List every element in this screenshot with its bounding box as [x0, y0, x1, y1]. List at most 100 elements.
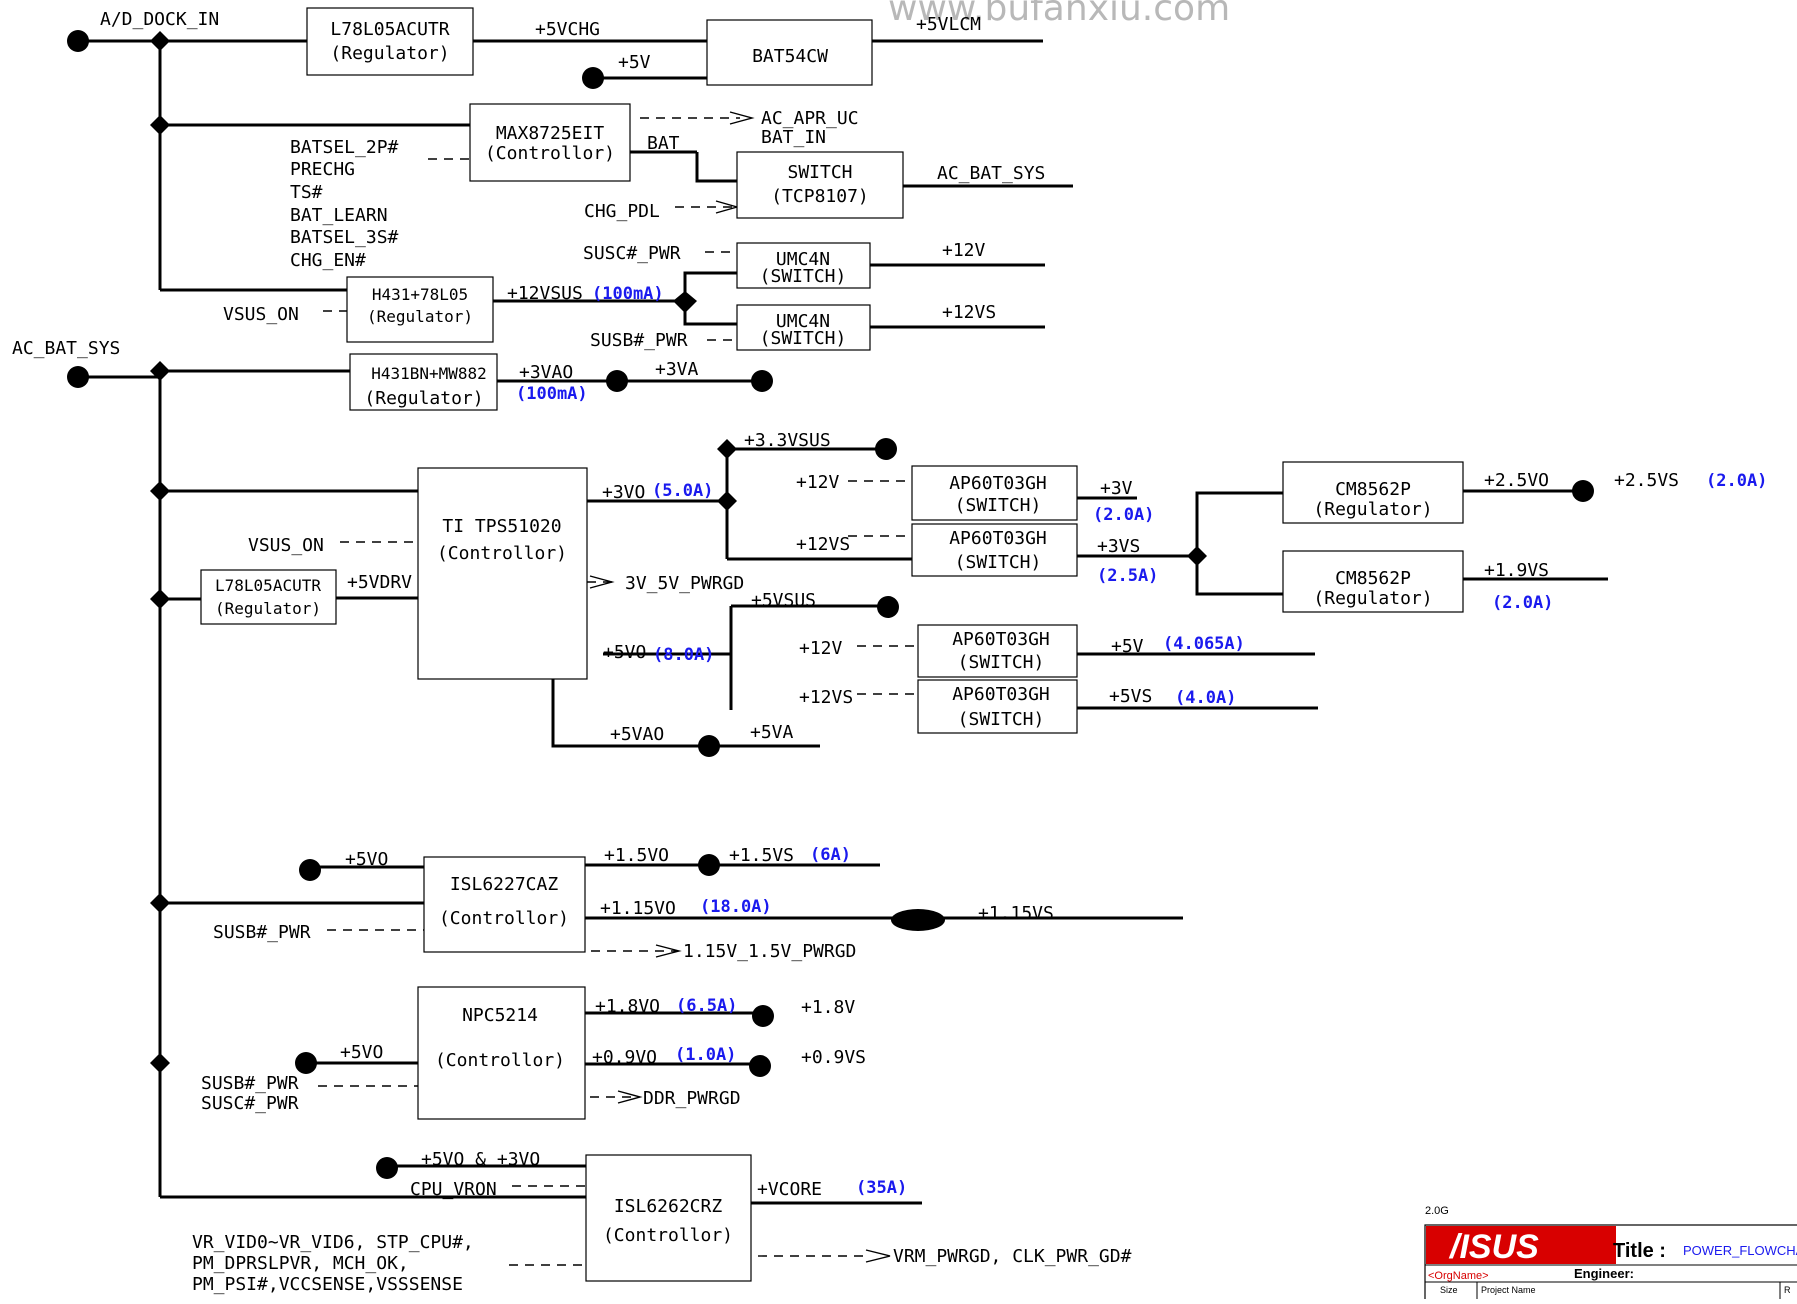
net-p12v-a: +12V — [942, 240, 986, 261]
current-p1-15vo: (18.0A) — [700, 897, 772, 917]
l78l05-top-name: L78L05ACUTR — [330, 19, 449, 40]
block-umc4n-1 — [736, 242, 871, 289]
block-umc4n-2 — [736, 304, 871, 351]
net-p2-5vo: +2.5VO — [1484, 470, 1549, 491]
net-p12v-c: +12V — [799, 638, 843, 659]
net-p1-9vs: +1.9VS — [1484, 560, 1549, 581]
current-p5vo: (8.0A) — [653, 645, 714, 665]
net-p3vs: +3VS — [1097, 536, 1140, 557]
net-p5vdrv: +5VDRV — [347, 572, 412, 593]
net-p1-15vs: +1.15VS — [978, 903, 1054, 924]
current-p3vao: (100mA) — [516, 384, 588, 404]
current-p3vs: (2.5A) — [1097, 566, 1158, 586]
isl6262-name: ISL6262CRZ — [614, 1196, 723, 1217]
block-isl6262 — [585, 1154, 752, 1282]
net-pwrgd-115-15: 1.15V_1.5V_PWRGD — [683, 941, 856, 962]
switch-name: SWITCH — [787, 162, 852, 183]
current-vcore: (35A) — [856, 1178, 907, 1198]
net-ad-dock-in: A/D_DOCK_IN — [100, 9, 219, 30]
cm2-name: CM8562P — [1335, 568, 1411, 589]
asus-logo: /ISUS — [1448, 1228, 1539, 1266]
net-p5v-bat: +5V — [618, 52, 651, 73]
block-npc5214 — [417, 986, 586, 1120]
block-h431-78l05 — [346, 276, 494, 343]
umc4n-1-type: (SWITCH) — [760, 266, 847, 287]
net-ac-apr-uc: AC_APR_UC — [761, 108, 859, 129]
net-chg-en: CHG_EN# — [290, 250, 366, 271]
block-ap60-3 — [917, 624, 1078, 678]
net-batsel-3s: BATSEL_3S# — [290, 227, 399, 248]
block-cm8562-1 — [1282, 461, 1464, 524]
net-p5vao: +5VAO — [610, 724, 664, 745]
net-susb-pwr-3: SUSB#_PWR — [201, 1073, 299, 1094]
npc-type: (Controllor) — [435, 1050, 565, 1071]
block-l78l05-top — [306, 7, 474, 76]
net-bat-learn: BAT_LEARN — [290, 205, 388, 226]
max8725-type: (Controllor) — [485, 143, 615, 164]
net-cpu-vron: CPU_VRON — [410, 1179, 497, 1200]
ap2-name: AP60T03GH — [949, 528, 1047, 549]
block-l78l05-mid — [200, 569, 337, 625]
version-label: 2.0G — [1425, 1205, 1449, 1217]
net-p3va: +3VA — [655, 359, 699, 380]
title-value: POWER_FLOWCHART — [1683, 1243, 1797, 1258]
net-susb-pwr-2: SUSB#_PWR — [213, 922, 311, 943]
cm1-type: (Regulator) — [1313, 499, 1432, 520]
org-name: <OrgName> — [1428, 1270, 1489, 1282]
current-p0-9vo: (1.0A) — [675, 1045, 736, 1065]
net-ddr-pwrgd: DDR_PWRGD — [643, 1088, 741, 1109]
ap3-name: AP60T03GH — [952, 629, 1050, 650]
block-ap60-4 — [917, 679, 1078, 734]
net-p12vsus: +12VSUS — [507, 283, 583, 304]
net-p5vlcm: +5VLCM — [916, 14, 981, 35]
net-ac-bat-sys-out: AC_BAT_SYS — [937, 163, 1045, 184]
engineer-label: Engineer: — [1574, 1266, 1634, 1281]
net-p5vo-npc: +5VO — [340, 1042, 383, 1063]
ap4-name: AP60T03GH — [952, 684, 1050, 705]
title-label: Title : — [1613, 1240, 1666, 1262]
current-p2-5vs: (2.0A) — [1706, 471, 1767, 491]
block-cm8562-2 — [1282, 550, 1464, 613]
net-vr-line3: PM_PSI#,VCCSENSE,VSSSENSE — [192, 1274, 463, 1295]
block-isl6227 — [423, 856, 586, 953]
net-p0-9vo: +0.9VO — [592, 1047, 657, 1068]
h431-type: (Regulator) — [367, 307, 473, 326]
asus-logo-background — [1426, 1226, 1616, 1264]
net-p5v-out: +5V — [1111, 636, 1144, 657]
block-tps51020 — [417, 467, 588, 680]
net-vr-line1: VR_VID0~VR_VID6, STP_CPU#, — [192, 1232, 474, 1253]
block-max8725 — [469, 103, 631, 182]
net-bat: BAT — [647, 133, 680, 154]
cm1-name: CM8562P — [1335, 479, 1411, 500]
net-p1-15vo: +1.15VO — [600, 898, 676, 919]
isl6227-type: (Controllor) — [439, 908, 569, 929]
net-p5vsus: +5VSUS — [751, 590, 816, 611]
current-p1-5vs: (6A) — [810, 845, 851, 865]
rev-label: R — [1784, 1285, 1791, 1295]
net-p5vs-out: +5VS — [1109, 686, 1152, 707]
isl6262-type: (Controllor) — [603, 1225, 733, 1246]
current-p3v: (2.0A) — [1093, 505, 1154, 525]
current-p1-9vs: (2.0A) — [1492, 593, 1553, 613]
net-pwrgd-3v5v: 3V_5V_PWRGD — [625, 573, 744, 594]
net-p12vs-c: +12VS — [799, 687, 853, 708]
dashed-wires — [318, 117, 918, 1266]
net-vr-line2: PM_DPRSLPVR, MCH_OK, — [192, 1253, 409, 1274]
net-susc-pwr-1: SUSC#_PWR — [583, 243, 681, 264]
l78l05-mid-type: (Regulator) — [215, 599, 321, 618]
block-bat54cw — [706, 19, 873, 86]
umc4n-2-name: UMC4N — [776, 311, 830, 332]
l78l05-mid-name: L78L05ACUTR — [215, 576, 321, 595]
net-susc-pwr-3: SUSC#_PWR — [201, 1093, 299, 1114]
project-name-label: Project Name — [1481, 1285, 1536, 1295]
net-p2-5vs: +2.5VS — [1614, 470, 1679, 491]
net-p12vs-a: +12VS — [942, 302, 996, 323]
net-p5vo-isl: +5VO — [345, 849, 388, 870]
current-p3vo: (5.0A) — [652, 481, 713, 501]
npc-name: NPC5214 — [462, 1005, 538, 1026]
current-p5v: (4.065A) — [1163, 634, 1245, 654]
umc4n-2-type: (SWITCH) — [760, 328, 847, 349]
title-block: 2.0G /ISUS Title : POWER_FLOWCHART <OrgN… — [1424, 1205, 1797, 1304]
